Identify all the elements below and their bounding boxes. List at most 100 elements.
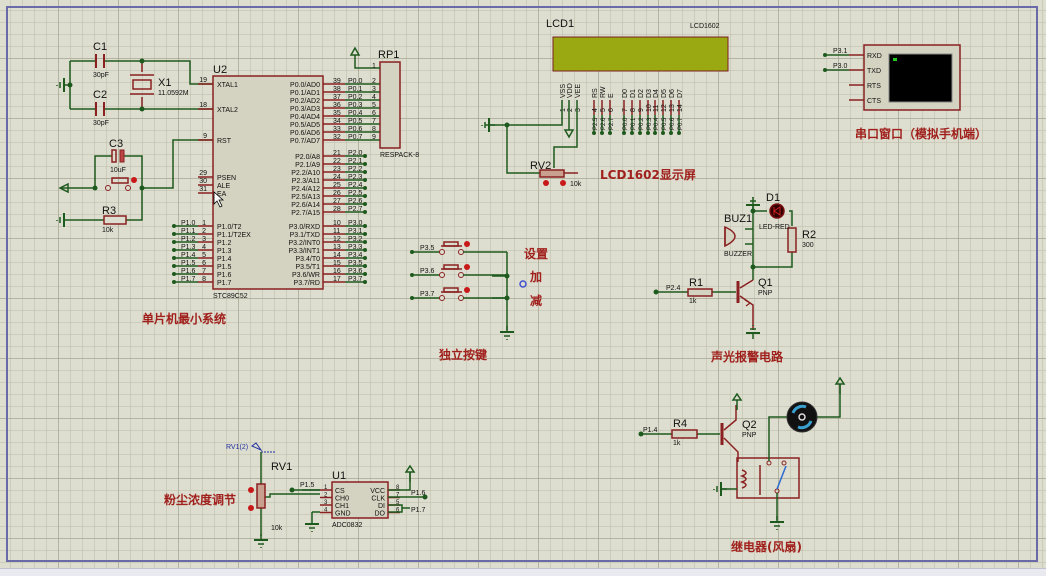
r4-net: P1.4 [643,427,658,434]
mcu-pin-number: 1 [202,220,206,227]
mcu-pin-name: P3.6/WR [292,272,320,279]
key-set-label: 设置 [524,246,548,261]
net-label: P2.6 [601,117,607,130]
net-label: P3.1 [348,228,363,235]
crystal-circuit[interactable]: C1 30pF C2 30pF X1 11.0592M C3 10uF R3 1… [56,41,213,234]
alarm-section-label: 声光报警电路 [710,349,784,364]
adc-pin-number: 6 [396,508,400,514]
buz-ref: BUZ1 [724,213,752,225]
mcu-pin-name: P1.7 [217,280,232,287]
r1-net: P2.4 [666,285,681,292]
r2-value: 300 [802,242,814,249]
mcu-ref: U2 [213,64,227,76]
mcu-pin-number: 25 [333,182,341,189]
relay-fan-circuit[interactable]: P1.4 R4 1k Q2 PNP 继电器(风扇) [638,377,845,554]
mcu-pin-name: P2.1/A9 [295,162,320,169]
mcu-pin-name: P1.4 [217,256,232,263]
serial-pin-name: CTS [867,98,881,105]
net-label: P0.4 [348,110,363,117]
lcd1602[interactable]: LCD1 LCD1602 VSS1VDD2VEE3RSP2.54RWP2.65E… [481,18,729,188]
mcu-pin-name: RST [217,138,232,145]
adc-pin-number: 7 [396,493,400,499]
lcd-section-label: LCD1602显示屏 [600,168,696,182]
respack-pin-number: 4 [372,94,376,101]
respack-pin-number: 2 [372,78,376,85]
lcd-pin-name: E [608,93,615,98]
mcu-pin-number: 14 [333,252,341,259]
lcd-pin-name: RS [592,88,599,98]
mcu-pin-number: 19 [199,77,207,84]
c1-ref: C1 [93,41,107,53]
x1-ref: X1 [158,77,171,89]
dust-section-label: 粉尘浓度调节 [164,492,236,507]
push-button[interactable]: P3.7 [410,287,507,301]
lcd-pin-number: 14 [677,104,684,112]
push-button[interactable]: P3.5 [410,241,507,255]
mcu-pin-number: 39 [333,78,341,85]
adc-pin-name: DI [378,503,385,510]
lcd-pin-name: D1 [630,89,637,98]
lcd-pin-name: D5 [661,89,668,98]
net-label: P2.6 [348,198,363,205]
net-label: P3.7 [420,291,435,298]
adc-pin-name: CH0 [335,496,349,503]
mcu-pin-name: PSEN [217,175,236,182]
lcd-pin-name: D3 [646,89,653,98]
net-label: P2.0 [348,150,363,157]
mcu-pin-number: 23 [333,166,341,173]
mcu-pin-name: P3.2/INT0 [288,240,320,247]
rv2-value: 10k [570,181,582,188]
terminal-screen[interactable] [888,53,953,103]
mcu-pin-number: 9 [203,133,207,140]
r1-ref: R1 [689,277,703,289]
net-label: P1.6 [181,268,196,275]
net-label: P1.0 [181,220,196,227]
respack-pin1: 1 [372,63,376,70]
respack-pin-number: 5 [372,102,376,109]
c3-value: 10uF [110,167,126,174]
mcu-pin-number: 24 [333,174,341,181]
rv1-ref: RV1 [271,461,292,473]
lcd-pin-name: D0 [622,89,629,98]
net-label: P3.4 [348,252,363,259]
rv2-ref: RV2 [530,160,551,172]
net-label: P0.7 [348,134,363,141]
mcu-pin-name: P0.6/AD6 [290,130,320,137]
adc-pin-number: 2 [324,493,328,499]
lcd-pin-number: 10 [646,104,653,112]
rv1-value: 10k [271,525,283,532]
q2-ref: Q2 [742,419,757,431]
lcd-ref: LCD1 [546,18,574,30]
adc-ref: U1 [332,470,346,482]
mcu-pin-number: 18 [199,102,207,109]
net-label: P3.6 [420,268,435,275]
respack-pin-number: 3 [372,86,376,93]
q1-value: PNP [758,290,773,297]
r2-ref: R2 [802,229,816,241]
alarm-circuit[interactable]: D1 LED-RED BUZ1 BUZZER R2 300 P2.4 R1 1k… [653,192,817,364]
key-section[interactable]: P3.5P3.6P3.7 设置 加 减 独立按键 [410,241,548,362]
mcu-pin-number: 21 [333,150,341,157]
net-label: P0.1 [348,86,363,93]
relay-section-label: 继电器(风扇) [731,539,802,554]
c2-value: 30pF [93,120,109,127]
lcd-pin-name: D6 [669,89,676,98]
net-label: P0.3 [348,102,363,109]
adc-pin-number: 1 [324,485,328,491]
mcu-pin-name: P3.7/RD [294,280,320,287]
lcd-pin-number: 7 [622,108,629,112]
mcu-u2[interactable]: U2 STC89C52 19XTAL118XTAL29RST29PSEN30AL… [172,64,380,300]
mcu-pin-number: 35 [333,110,341,117]
mcu-pin-number: 3 [202,236,206,243]
d1-value: LED-RED [759,224,790,231]
reset-button-indicator[interactable] [131,177,137,183]
net-label: P1.1 [181,228,196,235]
mcu-pin-name: P2.3/A11 [292,178,320,185]
push-button[interactable]: P3.6 [410,264,507,278]
net-label: P3.1 [833,48,848,55]
